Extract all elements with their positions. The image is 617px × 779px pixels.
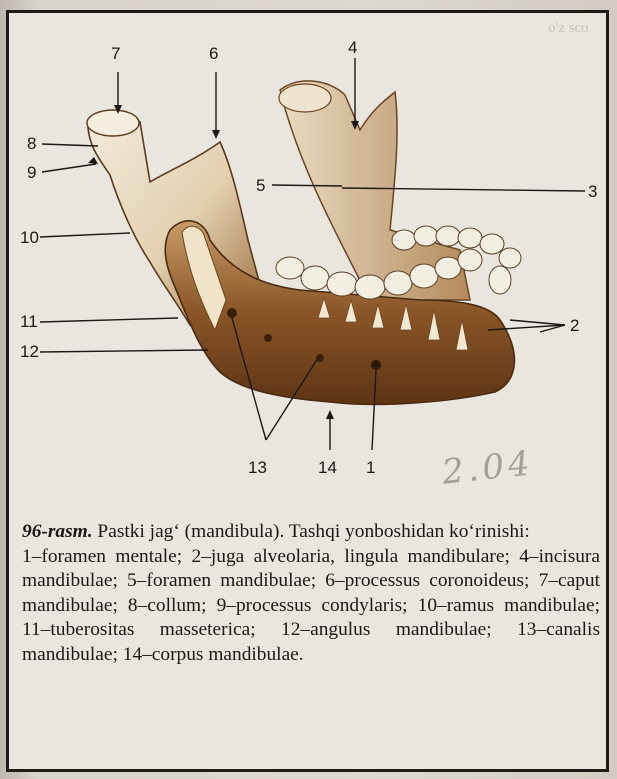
figure-number: 96-rasm. [22,521,93,542]
label-12: 12 [20,342,39,362]
label-14: 14 [318,458,337,478]
label-5: 5 [256,176,265,196]
label-3: 3 [588,182,597,202]
label-2: 2 [570,316,579,336]
label-11: 11 [20,312,38,332]
label-10: 10 [20,228,39,248]
mandible-illustration [0,0,617,500]
near-condyle [87,110,139,136]
label-4: 4 [348,38,357,58]
label-6: 6 [209,44,218,64]
label-8: 8 [27,134,36,154]
far-condyle [279,84,331,112]
label-13: 13 [248,458,267,478]
label-9: 9 [27,163,36,183]
figure-title: Pastki jag‘ (mandibula). Tashqi yonboshi… [93,521,530,542]
figure-legend: 1–foramen mentale; 2–juga alveolaria, li… [22,546,600,665]
label-1: 1 [366,458,375,478]
figure-caption: 96-rasm. Pastki jag‘ (mandibula). Tashqi… [22,520,600,668]
label-7: 7 [111,44,120,64]
